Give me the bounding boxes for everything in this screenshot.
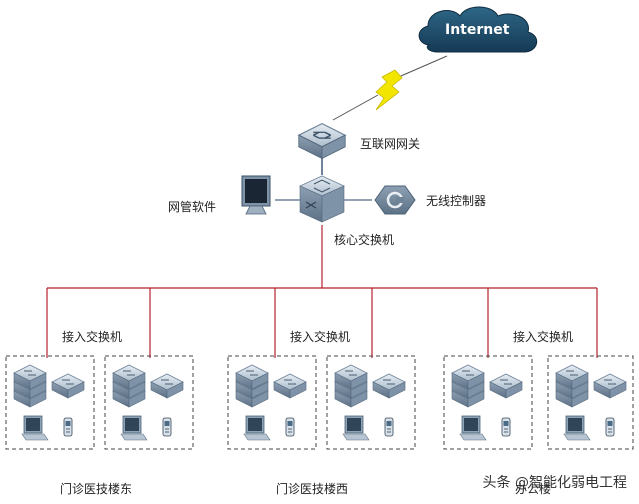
internet-label: Internet	[445, 22, 510, 38]
mobile-phone-icon	[501, 417, 511, 437]
mobile-phone-icon	[285, 417, 295, 437]
access-switch-stack-icon	[236, 365, 268, 407]
gateway-router-icon	[298, 122, 346, 160]
access-switch-label-west: 接入交换机	[290, 330, 351, 344]
watermark: 头条 @智能化弱电工程	[482, 475, 627, 491]
wan-link-lightning-icon	[332, 55, 448, 121]
zone-devices	[556, 365, 627, 441]
access-switch-icon	[273, 373, 307, 399]
wireless-controller-icon	[374, 185, 416, 215]
access-switch-icon	[593, 373, 627, 399]
zone-devices	[14, 365, 85, 441]
pc-icon	[459, 415, 487, 441]
nms-label: 网管软件	[168, 200, 217, 214]
mobile-phone-icon	[63, 417, 73, 437]
wlc-label: 无线控制器	[426, 194, 487, 208]
zone-devices	[452, 365, 523, 441]
mobile-phone-icon	[605, 417, 615, 437]
access-switch-icon	[489, 373, 523, 399]
internet-cloud-icon	[418, 6, 538, 53]
distribution-links	[46, 225, 598, 358]
gateway-label: 互联网网关	[360, 137, 421, 151]
access-switch-stack-icon	[335, 365, 367, 407]
building-label-west: 门诊医技楼西	[276, 482, 349, 496]
access-switch-stack-icon	[556, 365, 588, 407]
building-label-east: 门诊医技楼东	[60, 482, 133, 496]
building-zones	[5, 355, 634, 450]
access-switch-label-office: 接入交换机	[513, 330, 574, 344]
access-switch-stack-icon	[452, 365, 484, 407]
access-switch-icon	[150, 373, 184, 399]
zone-devices	[113, 365, 184, 441]
pc-icon	[243, 415, 271, 441]
access-devices	[14, 365, 627, 441]
core-label: 核心交换机	[334, 233, 395, 247]
mobile-phone-icon	[162, 417, 172, 437]
mobile-phone-icon	[384, 417, 394, 437]
nms-monitor-icon	[241, 175, 271, 215]
access-switch-icon	[372, 373, 406, 399]
pc-icon	[21, 415, 49, 441]
zone-devices	[236, 365, 307, 441]
pc-icon	[563, 415, 591, 441]
building-label-office: 办公楼	[515, 482, 552, 496]
core-switch-icon	[299, 175, 345, 223]
pc-icon	[342, 415, 370, 441]
pc-icon	[120, 415, 148, 441]
access-switch-icon	[51, 373, 85, 399]
access-switch-stack-icon	[113, 365, 145, 407]
zone-devices	[335, 365, 406, 441]
access-switch-stack-icon	[14, 365, 46, 407]
access-switch-label-east: 接入交换机	[62, 330, 123, 344]
